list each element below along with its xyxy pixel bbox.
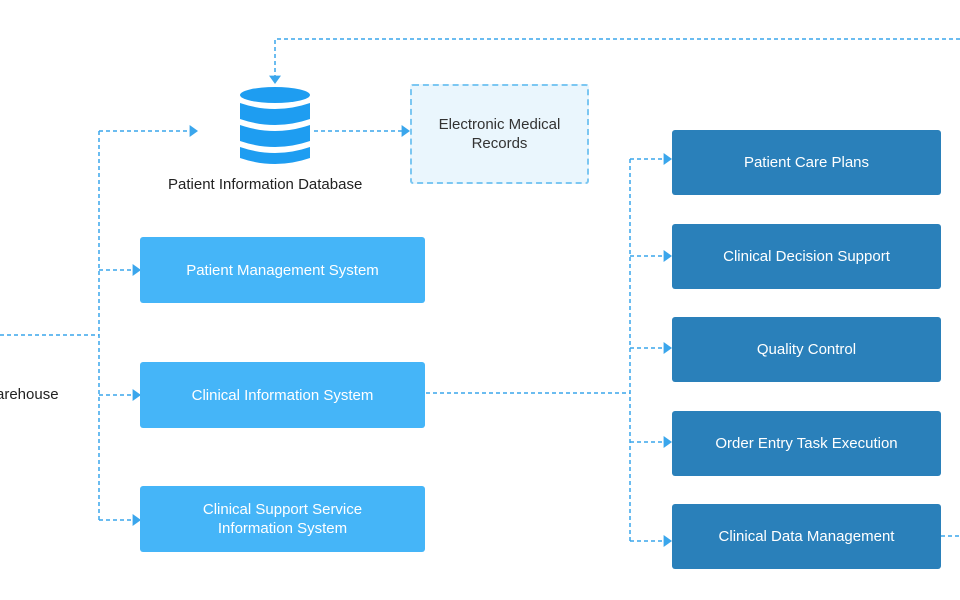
arrowhead-database-top xyxy=(269,75,281,84)
database-icon xyxy=(238,86,312,173)
arrowhead-function-3 xyxy=(663,342,672,354)
electronic-medical-records-box: Electronic Medical Records xyxy=(410,84,589,184)
arrowhead-function-1 xyxy=(663,153,672,165)
quality-control-box: Quality Control xyxy=(672,317,941,382)
arrowhead-function-2 xyxy=(663,250,672,262)
connector-top-feedback xyxy=(274,38,960,76)
database-label: Patient Information Database xyxy=(168,176,363,193)
clinical-data-management-box: Clinical Data Management xyxy=(672,504,941,569)
clinical-support-service-box: Clinical Support Service Information Sys… xyxy=(140,486,425,552)
arrowhead-function-4 xyxy=(663,436,672,448)
arrowhead-database xyxy=(189,125,198,137)
order-entry-task-execution-box: Order Entry Task Execution xyxy=(672,411,941,476)
patient-management-system-box: Patient Management System xyxy=(140,237,425,303)
arrowhead-clinical-information xyxy=(132,389,141,401)
clinical-decision-support-box: Clinical Decision Support xyxy=(672,224,941,289)
arrowhead-patient-management xyxy=(132,264,141,276)
data-warehouse-label: arehouse xyxy=(0,386,59,403)
arrowhead-emr xyxy=(401,125,410,137)
arrowhead-function-5 xyxy=(663,535,672,547)
clinical-information-system-box: Clinical Information System xyxy=(140,362,425,428)
patient-care-plans-box: Patient Care Plans xyxy=(672,130,941,195)
arrowhead-clinical-support xyxy=(132,514,141,526)
